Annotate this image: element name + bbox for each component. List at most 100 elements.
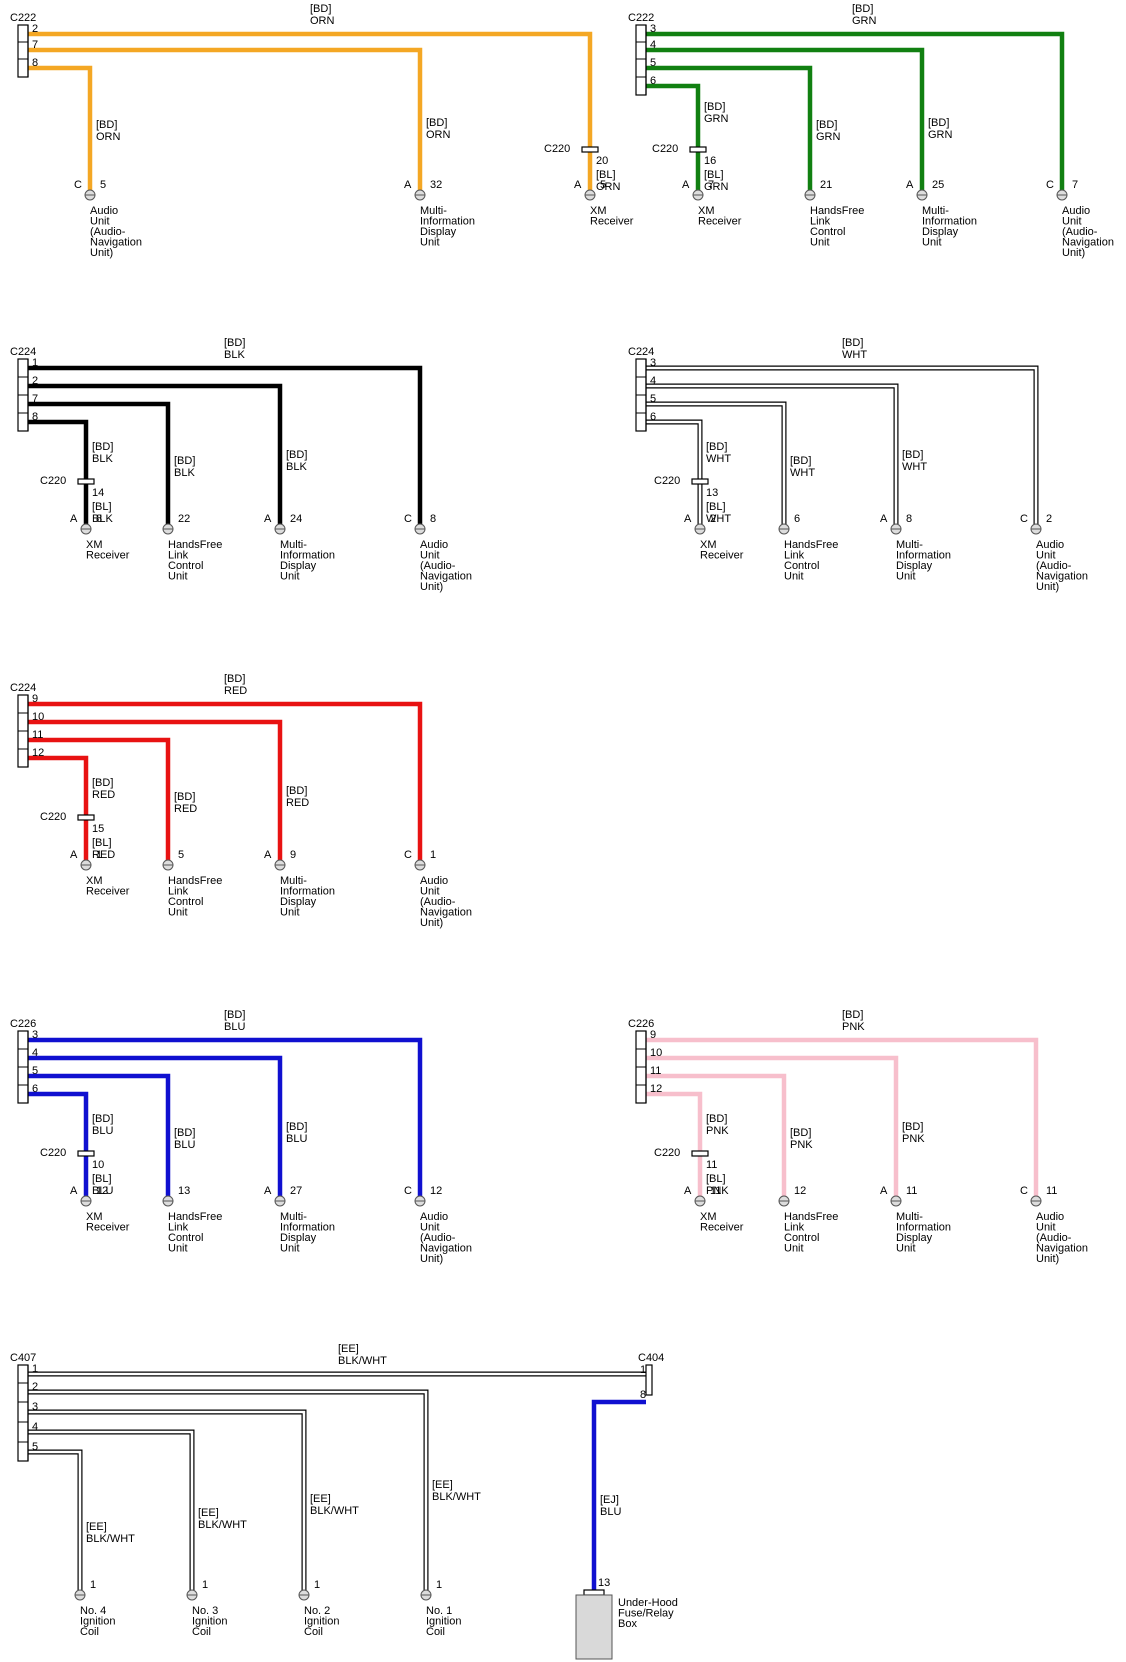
connector-letter: C xyxy=(1046,179,1054,191)
inline-connector-pin: 13 xyxy=(706,487,718,499)
component-label: Information xyxy=(420,216,475,228)
wire-c222-orn-1 xyxy=(28,47,423,190)
component-label: HandsFree xyxy=(168,1211,222,1223)
component-label: XM xyxy=(86,1211,103,1223)
wire-color-label: PNK xyxy=(842,1021,865,1033)
wire-c224-blk-2 xyxy=(28,383,283,524)
wire-c224-wht-0-outline xyxy=(646,419,703,524)
inline-connector-C220 xyxy=(581,146,599,153)
terminal-pin: 25 xyxy=(932,179,944,191)
component-label: No. 3 xyxy=(192,1605,218,1617)
inline-connector-name: C220 xyxy=(40,1147,66,1159)
component-label: Coil xyxy=(192,1626,211,1638)
branch-harness-label: [BD] xyxy=(92,777,113,789)
harness-code: [BD] xyxy=(310,3,331,15)
branch-harness-label: [EE] xyxy=(432,1479,453,1491)
wire-c224-wht-0 xyxy=(646,420,702,524)
branch-harness-label: [BL] xyxy=(704,169,724,181)
component-label: Fuse/Relay xyxy=(618,1608,674,1620)
branch-harness-label: [BD] xyxy=(92,441,113,453)
terminal-pin: 5 xyxy=(178,849,184,861)
component-label: Control xyxy=(784,1232,819,1244)
wire-c407-ign-2 xyxy=(28,1410,306,1590)
connector-letter: A xyxy=(404,179,412,191)
component-label: Display xyxy=(896,1232,933,1244)
connector-pin: 8 xyxy=(640,1389,646,1401)
wire-c224-red-3 xyxy=(28,701,423,860)
component-label: Unit xyxy=(1036,550,1056,562)
wire-c407-ign-3-outline xyxy=(28,1389,429,1590)
branch-harness-label: [EE] xyxy=(86,1521,107,1533)
wire-c224-wht-1 xyxy=(646,402,786,524)
inline-connector-name: C220 xyxy=(654,475,680,487)
branch-harness-label: [BD] xyxy=(426,117,447,129)
component-label: Link xyxy=(168,886,189,898)
terminal-pin: 1 xyxy=(202,1579,208,1591)
terminal-pin: 13 xyxy=(598,1577,610,1589)
terminal-pin: 1 xyxy=(436,1579,442,1591)
component-label: Navigation xyxy=(420,1243,472,1255)
inline-connector-pin: 11 xyxy=(706,1159,717,1171)
connector-letter: A xyxy=(70,849,78,861)
wire-c407-ign-1-outline xyxy=(28,1429,195,1590)
terminal-pin: 2 xyxy=(1046,513,1052,525)
terminal-pin: 24 xyxy=(290,513,302,525)
branch-color-label: GRN xyxy=(816,131,841,143)
wire-c224-wht-3-outline xyxy=(646,365,1039,524)
branch-harness-label: [BD] xyxy=(706,1113,727,1125)
connector-pin: 9 xyxy=(650,1029,656,1041)
wire-c224-red-1 xyxy=(28,737,171,860)
component-label: Unit) xyxy=(420,581,443,593)
terminal-pin: 22 xyxy=(178,513,190,525)
wire-c222-orn-2 xyxy=(28,31,593,190)
component-label: Unit xyxy=(280,1243,300,1255)
branch-harness-label: [EE] xyxy=(310,1493,331,1505)
terminal-pin: 7 xyxy=(1072,179,1078,191)
branch-color-label: PNK xyxy=(706,1185,729,1197)
branch-harness-label: [BD] xyxy=(902,449,923,461)
branch-harness-label: [BD] xyxy=(96,119,117,131)
component-label: Unit xyxy=(168,907,188,919)
branch-harness-label: [BL] xyxy=(706,501,726,513)
component-label: XM xyxy=(700,1211,717,1223)
branch-color-label: BLK xyxy=(174,467,195,479)
wire-c226-blu-0 xyxy=(28,1091,89,1196)
component-label: Link xyxy=(784,550,805,562)
component-label: Link xyxy=(168,550,189,562)
branch-color-label: BLK/WHT xyxy=(432,1491,481,1503)
wire-color-label: BLK xyxy=(224,349,245,361)
connector-name: C226 xyxy=(10,1018,36,1030)
component-label: Control xyxy=(168,560,203,572)
branch-harness-label: [BD] xyxy=(816,119,837,131)
component-label: Unit xyxy=(784,571,804,583)
component-label: Control xyxy=(168,1232,203,1244)
connector-letter: A xyxy=(684,513,692,525)
connector-pin: 10 xyxy=(650,1047,662,1059)
terminal-pin: 8 xyxy=(906,513,912,525)
component-label: Receiver xyxy=(700,1222,744,1234)
connector-letter: A xyxy=(264,1185,272,1197)
component-label: Navigation xyxy=(90,237,142,249)
inline-connector-name: C220 xyxy=(652,143,678,155)
connector-pin: 5 xyxy=(650,57,656,69)
branch-harness-label: [BD] xyxy=(790,1127,811,1139)
inline-connector-C220 xyxy=(689,146,707,153)
wire-c407-ign-1 xyxy=(28,1430,194,1590)
wire-c224-blk-0 xyxy=(28,419,89,524)
branch-color-label: WHT xyxy=(790,467,815,479)
component-label: Navigation xyxy=(1036,571,1088,583)
connector-pin: 4 xyxy=(32,1047,38,1059)
component-label: Information xyxy=(896,550,951,562)
connector-letter: A xyxy=(880,513,888,525)
branch-harness-label: [BL] xyxy=(92,1173,112,1185)
terminal-pin: 12 xyxy=(430,1185,442,1197)
component-label: XM xyxy=(86,539,103,551)
component-label: XM xyxy=(700,539,717,551)
component-label: Audio xyxy=(420,539,448,551)
connector-pin: 3 xyxy=(32,1029,38,1041)
component-label: (Audio- xyxy=(420,560,456,572)
component-label: Unit) xyxy=(420,917,443,929)
branch-color-label: PNK xyxy=(790,1139,813,1151)
